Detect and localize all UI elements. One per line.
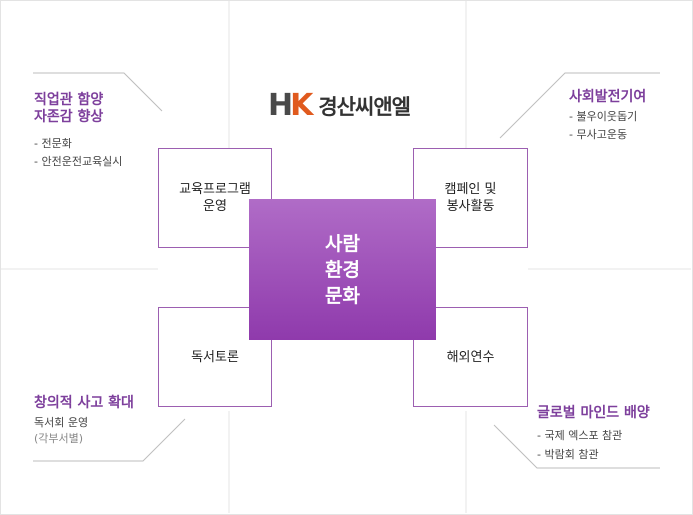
annotation-bottom-right-title: 글로벌 마인드 배양: [537, 405, 650, 421]
annotation-top-right-title: 사회발전기여: [569, 89, 647, 105]
leader-line-bottom-right: [493, 424, 660, 469]
logo-text: 경산씨앤엘: [318, 95, 411, 119]
annotation-bottom-left-title: 창의적 사고 확대: [34, 395, 134, 411]
annotation-top-left-title-1: 직업관 함양: [34, 92, 104, 108]
center-line-people: 사람: [325, 232, 360, 255]
leader-line-top-right: [499, 72, 660, 139]
center-core-values: 사람 환경 문화: [249, 199, 436, 340]
company-logo: HK 경산씨앤엘: [268, 88, 411, 123]
annotation-top-right-item: - 불우이웃돕기: [569, 110, 638, 123]
center-line-culture: 문화: [325, 284, 360, 307]
annotation-top-left-title-2: 자존감 향상: [34, 109, 104, 125]
annotation-bottom-left-item: (각부서별): [34, 432, 84, 445]
logo-mark-icon: HK: [268, 88, 313, 123]
annotation-top-left-item: - 전문화: [34, 137, 72, 150]
leader-line-top-left: [33, 72, 163, 112]
annotation-bottom-right-item: - 박람회 참관: [537, 448, 599, 461]
box-overseas-training: 해외연수: [413, 307, 528, 407]
leader-line-bottom-left: [33, 418, 186, 462]
annotation-bottom-left-item: 독서회 운영: [34, 416, 89, 429]
center-line-environment: 환경: [325, 258, 360, 281]
annotation-bottom-right-item: - 국제 엑스포 참관: [537, 429, 623, 442]
box-education-program: 교육프로그램 운영: [158, 148, 272, 248]
annotation-top-left-item: - 안전운전교육실시: [34, 155, 123, 168]
annotation-top-right-item: - 무사고운동: [569, 128, 628, 141]
